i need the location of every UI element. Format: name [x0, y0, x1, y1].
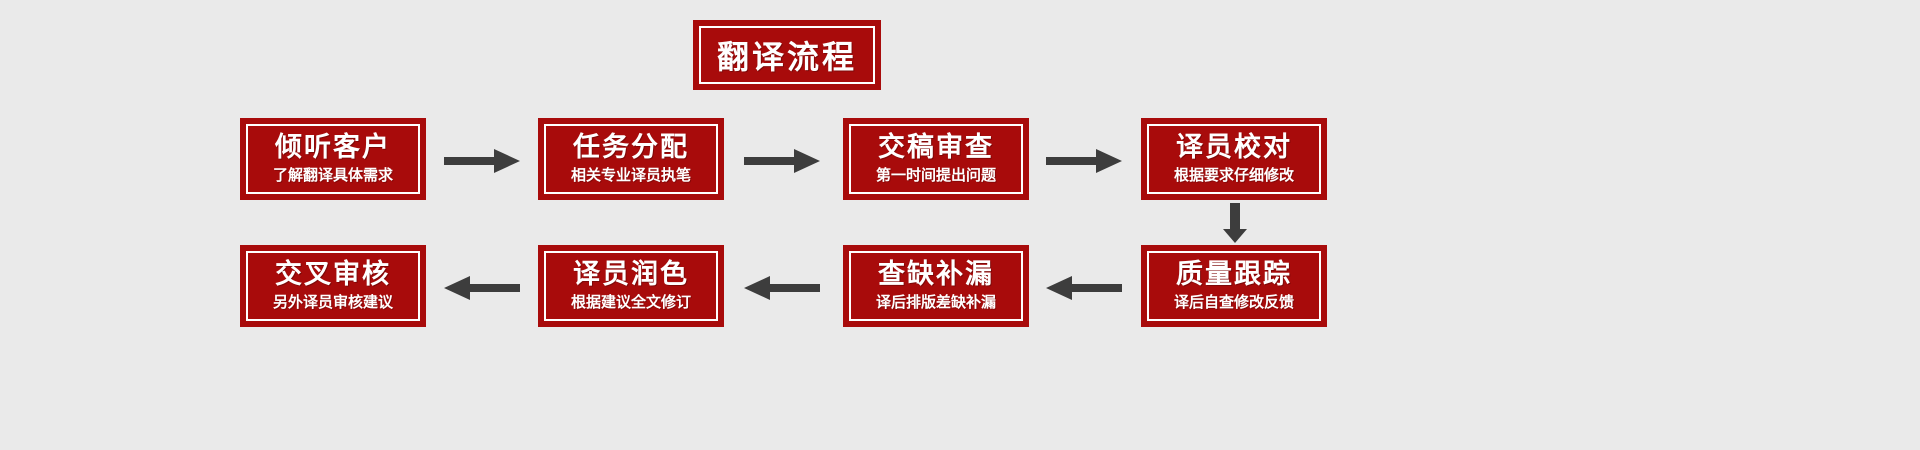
node-row1-2-title: 任务分配 — [573, 131, 689, 163]
node-row2-2-inner: 译员润色 根据建议全文修订 — [544, 251, 718, 321]
arrow-left-icon-1 — [1046, 275, 1122, 301]
arrow-right-icon-1 — [444, 148, 520, 174]
node-row2-2-title: 译员润色 — [573, 258, 689, 290]
arrow-right-icon-2 — [744, 148, 820, 174]
node-row1-4-inner: 译员校对 根据要求仔细修改 — [1147, 124, 1321, 194]
node-row1-4-title: 译员校对 — [1176, 131, 1292, 163]
arrow-left-icon-2 — [744, 275, 820, 301]
node-row2-4[interactable]: 质量跟踪 译后自查修改反馈 — [1141, 245, 1327, 327]
node-row1-3-subtitle: 第一时间提出问题 — [875, 166, 996, 185]
arrow-down-icon — [1222, 203, 1248, 243]
node-row2-3-inner: 查缺补漏 译后排版差缺补漏 — [849, 251, 1023, 321]
node-row1-1-subtitle: 了解翻译具体需求 — [272, 166, 393, 185]
node-row1-3-title: 交稿审查 — [878, 131, 994, 163]
node-row2-1-subtitle: 另外译员审核建议 — [272, 293, 393, 312]
node-row1-1-inner: 倾听客户 了解翻译具体需求 — [246, 124, 420, 194]
node-row2-2-subtitle: 根据建议全文修订 — [570, 293, 691, 312]
node-row2-1-inner: 交叉审核 另外译员审核建议 — [246, 251, 420, 321]
node-row1-3-inner: 交稿审查 第一时间提出问题 — [849, 124, 1023, 194]
node-row1-2-subtitle: 相关专业译员执笔 — [570, 166, 691, 185]
arrow-left-icon-3 — [444, 275, 520, 301]
node-row1-1[interactable]: 倾听客户 了解翻译具体需求 — [240, 118, 426, 200]
node-row1-2[interactable]: 任务分配 相关专业译员执笔 — [538, 118, 724, 200]
node-row1-2-inner: 任务分配 相关专业译员执笔 — [544, 124, 718, 194]
node-row2-3-subtitle: 译后排版差缺补漏 — [875, 293, 996, 312]
arrow-right-icon-3 — [1046, 148, 1122, 174]
diagram-title-inner: 翻译流程 — [699, 26, 875, 84]
diagram-title-text: 翻译流程 — [716, 38, 857, 76]
node-row2-1[interactable]: 交叉审核 另外译员审核建议 — [240, 245, 426, 327]
node-row2-4-inner: 质量跟踪 译后自查修改反馈 — [1147, 251, 1321, 321]
node-row2-4-subtitle: 译后自查修改反馈 — [1173, 293, 1294, 312]
node-row1-4[interactable]: 译员校对 根据要求仔细修改 — [1141, 118, 1327, 200]
node-row2-1-title: 交叉审核 — [275, 258, 391, 290]
node-row1-1-title: 倾听客户 — [275, 131, 391, 163]
node-row2-4-title: 质量跟踪 — [1176, 258, 1292, 290]
node-row2-3-title: 查缺补漏 — [878, 258, 994, 290]
diagram-title-box: 翻译流程 — [693, 20, 881, 90]
node-row2-2[interactable]: 译员润色 根据建议全文修订 — [538, 245, 724, 327]
node-row1-3[interactable]: 交稿审查 第一时间提出问题 — [843, 118, 1029, 200]
node-row2-3[interactable]: 查缺补漏 译后排版差缺补漏 — [843, 245, 1029, 327]
node-row1-4-subtitle: 根据要求仔细修改 — [1173, 166, 1294, 185]
